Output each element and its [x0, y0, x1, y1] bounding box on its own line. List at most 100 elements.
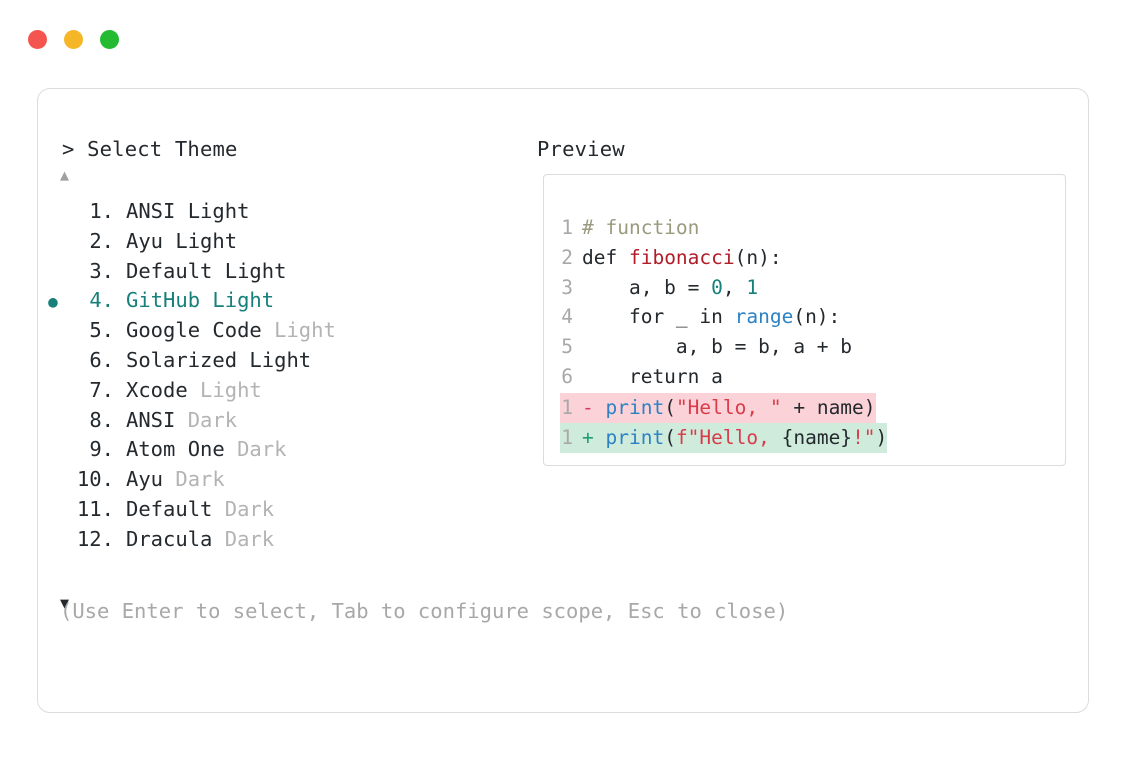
- code-token: print: [605, 425, 665, 449]
- line-number: 3: [561, 275, 573, 299]
- theme-index: 6.: [89, 347, 114, 372]
- code-line: 3 a, b = 0, 1: [560, 273, 852, 303]
- theme-list-item[interactable]: 1. ANSI Light: [38, 197, 336, 227]
- line-number: 6: [561, 364, 573, 388]
- scroll-down-arrow-icon[interactable]: ▼: [60, 594, 70, 612]
- code-token: {name}: [781, 425, 853, 449]
- theme-index: 3.: [89, 258, 114, 283]
- code-line: 6 return a: [560, 362, 852, 392]
- code-token: ,: [722, 275, 747, 299]
- theme-name: ANSI: [126, 407, 176, 432]
- code-line: 1 # function: [560, 213, 852, 243]
- preview-header: Preview: [537, 137, 625, 161]
- code-token: return a: [582, 364, 723, 388]
- code-token: (: [664, 396, 676, 419]
- code-token: ): [875, 425, 888, 449]
- theme-variant: Dark: [224, 437, 287, 462]
- code-preview-box: 1 # function 2 def fibonacci(n): 3 a, b = 0,…: [543, 174, 1066, 466]
- theme-index: 5.: [89, 318, 114, 343]
- line-number: 1: [561, 216, 573, 239]
- line-number: 5: [561, 335, 573, 359]
- theme-variant: Light: [175, 199, 250, 223]
- code-token: print: [605, 396, 665, 419]
- theme-list-item[interactable]: ●4.GitHub Light: [38, 286, 336, 316]
- code-sample: 1 # function 2 def fibonacci(n): 3 a, b = 0,…: [560, 213, 852, 392]
- code-token: !": [852, 425, 876, 449]
- code-token: (n):: [734, 245, 782, 269]
- theme-name: Default: [126, 258, 213, 283]
- theme-index: 12.: [76, 526, 114, 551]
- theme-name: ANSI: [126, 199, 176, 223]
- theme-index: 8.: [89, 407, 114, 432]
- theme-name: Dracula: [126, 526, 213, 551]
- line-number: 2: [561, 245, 573, 269]
- theme-index: 9.: [89, 437, 114, 462]
- theme-list-item[interactable]: 8. ANSI Dark: [38, 406, 336, 436]
- code-token: 1: [746, 275, 759, 299]
- theme-index: 7.: [89, 377, 114, 402]
- code-token: (: [664, 425, 676, 449]
- theme-index: 2.: [89, 228, 114, 253]
- code-token: for _ in: [582, 305, 735, 329]
- code-token: + name): [781, 396, 876, 419]
- theme-list-item[interactable]: 9. Atom One Dark: [38, 435, 336, 465]
- code-token: fibonacci: [628, 245, 735, 269]
- line-number: 4: [561, 305, 573, 329]
- theme-name: Default: [126, 496, 213, 521]
- code-token: a, b = b, a + b: [582, 335, 853, 359]
- code-token: a, b =: [582, 275, 712, 299]
- select-theme-prompt: > Select Theme: [62, 137, 238, 161]
- theme-list-item[interactable]: 11.Default Dark: [38, 495, 336, 525]
- theme-variant: Dark: [212, 496, 275, 521]
- code-line: 2 def fibonacci(n):: [560, 243, 852, 273]
- diff-removed-line: 1- print("Hello, " + name): [560, 393, 876, 423]
- theme-variant: Light: [237, 347, 312, 372]
- minimize-window-button[interactable]: [64, 30, 83, 49]
- theme-name: GitHub: [126, 288, 201, 313]
- code-token: def: [582, 245, 629, 269]
- code-line: 4 for _ in range(n):: [560, 302, 852, 332]
- theme-selector-card: > Select Theme Preview ▲ 1. ANSI Light 2. A…: [37, 88, 1089, 713]
- theme-name: Solarized: [126, 347, 238, 372]
- code-token: # function: [582, 216, 700, 239]
- theme-index: 10.: [76, 467, 114, 492]
- theme-list-item[interactable]: 6. Solarized Light: [38, 346, 336, 376]
- diff-line-wrapper: 1- print("Hello, " + name): [560, 393, 887, 423]
- diff-added-line: 1+ print(f"Hello, {name}!"): [560, 422, 888, 453]
- theme-list-item[interactable]: 5. Google Code Light: [38, 316, 336, 346]
- window-titlebar: [28, 30, 119, 49]
- code-token: f"Hello,: [675, 425, 782, 449]
- close-window-button[interactable]: [28, 30, 47, 49]
- theme-index: 1.: [89, 199, 114, 223]
- theme-variant: Dark: [212, 526, 275, 551]
- diff-plus-sign: +: [582, 425, 606, 449]
- line-number: 1: [561, 396, 573, 419]
- code-line: 5 a, b = b, a + b: [560, 332, 852, 362]
- theme-list-item[interactable]: 3. Default Light: [38, 257, 336, 287]
- theme-list-item[interactable]: 7. Xcode Light: [38, 376, 336, 406]
- scroll-up-arrow-icon[interactable]: ▲: [60, 166, 70, 184]
- theme-list-item[interactable]: 2. Ayu Light: [38, 227, 336, 257]
- theme-name: Xcode: [126, 377, 188, 402]
- diff-minus-sign: -: [582, 396, 606, 419]
- theme-list-item[interactable]: 12. Dracula Dark: [38, 525, 336, 555]
- theme-name: Atom One: [126, 437, 225, 462]
- diff-line-wrapper: 1+ print(f"Hello, {name}!"): [560, 422, 888, 453]
- theme-variant: Light: [212, 258, 287, 283]
- keyboard-hint: (Use Enter to select, Tab to configure s…: [60, 599, 789, 623]
- theme-variant: Light: [163, 228, 238, 253]
- maximize-window-button[interactable]: [100, 30, 119, 49]
- theme-variant: Light: [261, 318, 336, 343]
- theme-index: 4.: [89, 288, 114, 313]
- theme-name: Ayu: [126, 467, 164, 492]
- theme-variant: Light: [187, 377, 262, 402]
- theme-name: Google Code: [126, 318, 262, 343]
- theme-variant: Light: [200, 288, 275, 313]
- code-token: range: [734, 305, 794, 329]
- theme-list-item[interactable]: 10.Ayu Dark: [38, 465, 336, 495]
- theme-name: Ayu: [126, 228, 164, 253]
- code-token: 0: [711, 275, 723, 299]
- theme-variant: Dark: [175, 407, 238, 432]
- code-token: "Hello, ": [675, 396, 782, 419]
